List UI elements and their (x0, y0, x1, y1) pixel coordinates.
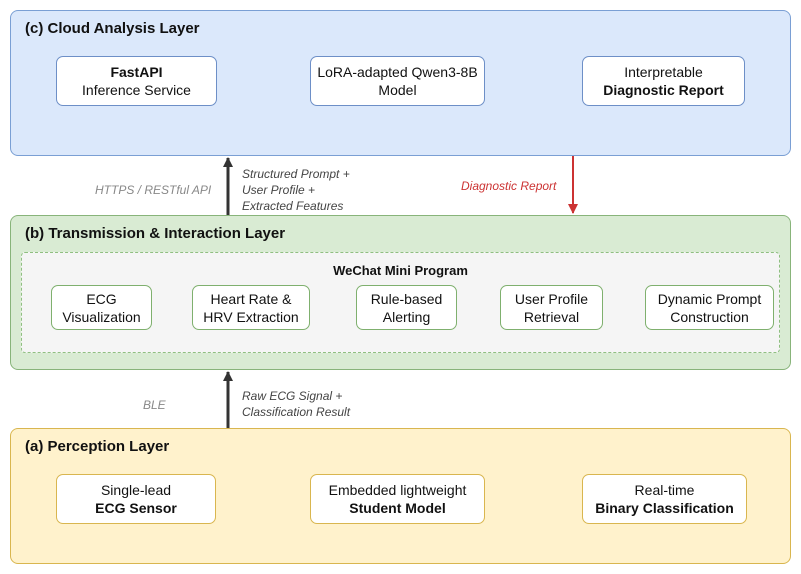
student-model-node: Embedded lightweight Student Model (310, 474, 485, 524)
node-label-line1: FastAPI (110, 64, 163, 80)
fastapi-inference-node: FastAPI Inference Service (56, 56, 217, 106)
transmission-layer-title: (b) Transmission & Interaction Layer (25, 225, 286, 242)
diagnostic-report-label: Diagnostic Report (461, 179, 557, 193)
node-label-line1: Embedded lightweight (328, 482, 467, 498)
node-label-line2: ECG Sensor (95, 500, 177, 516)
hrv-extraction-node: Heart Rate & HRV Extraction (192, 285, 310, 330)
node-label-line1: Dynamic Prompt (657, 290, 762, 307)
lower-payload-label: Raw ECG Signal + Classification Result (242, 388, 350, 420)
rule-based-alerting-node: Rule-based Alerting (356, 285, 457, 330)
node-label-line2: Model (378, 82, 417, 98)
node-label-line1: Single-lead (100, 482, 172, 498)
node-label-line1: User Profile (514, 290, 589, 307)
node-label-line1: LoRA-adapted Qwen3-8B (317, 64, 478, 80)
node-label-line1: Heart Rate & (210, 290, 292, 307)
node-label-line2: Visualization (62, 308, 141, 325)
node-label-line2: Diagnostic Report (603, 82, 724, 98)
node-label-line2: HRV Extraction (203, 308, 299, 325)
ecg-sensor-node: Single-lead ECG Sensor (56, 474, 216, 524)
wechat-title: WeChat Mini Program (333, 263, 468, 278)
diagnostic-report-node: Interpretable Diagnostic Report (582, 56, 745, 106)
ble-label: BLE (143, 398, 166, 412)
node-label-line1: Real-time (634, 482, 695, 498)
node-label-line1: ECG (86, 290, 117, 307)
binary-classification-node: Real-time Binary Classification (582, 474, 747, 524)
payload-line: Extracted Features (242, 199, 344, 213)
node-label-line2: Student Model (349, 500, 446, 516)
node-label-line2: Alerting (382, 308, 431, 325)
node-label-line2: Inference Service (82, 82, 191, 98)
payload-line: Classification Result (242, 405, 351, 419)
node-label-line1: Rule-based (370, 290, 443, 307)
upper-payload-label: Structured Prompt + User Profile + Extra… (242, 166, 350, 214)
node-label-line2: Construction (670, 308, 749, 325)
node-label-line2: Retrieval (523, 308, 580, 325)
https-api-label: HTTPS / RESTful API (95, 183, 212, 197)
payload-line: User Profile + (242, 183, 316, 197)
payload-line: Structured Prompt + (242, 167, 350, 181)
perception-layer-title: (a) Perception Layer (25, 438, 170, 455)
node-label-line2: Binary Classification (595, 500, 734, 516)
dynamic-prompt-node: Dynamic Prompt Construction (645, 285, 774, 330)
cloud-layer-title: (c) Cloud Analysis Layer (25, 20, 200, 37)
payload-line: Raw ECG Signal + (242, 389, 343, 403)
qwen-model-node: LoRA-adapted Qwen3-8B Model (310, 56, 485, 106)
ecg-visualization-node: ECG Visualization (51, 285, 152, 330)
user-profile-retrieval-node: User Profile Retrieval (500, 285, 603, 330)
node-label-line1: Interpretable (624, 64, 703, 80)
